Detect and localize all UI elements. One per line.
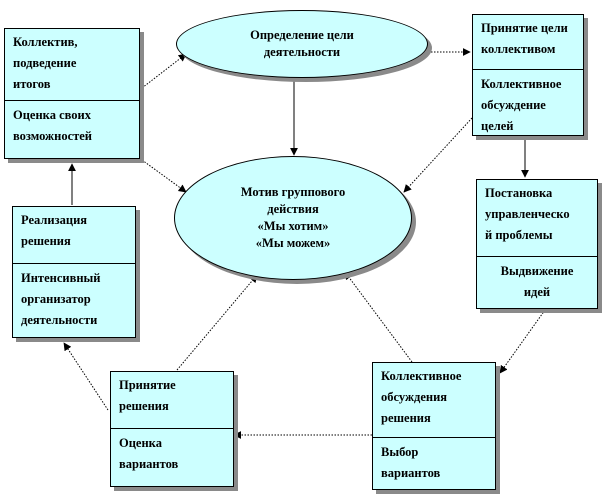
goal-acceptance-box: Принятие цели коллективом Коллективное о… (472, 14, 584, 136)
implementation-box: Реализация решения Интенсивный организат… (12, 206, 136, 338)
goal-definition-text: Определение цели деятельности (250, 28, 354, 59)
implementation-bottom: Интенсивный организатор деятельности (21, 271, 101, 327)
arrow-summary-to-goal (141, 53, 187, 89)
arrow-discussion-to-motive (344, 271, 413, 363)
arrow-problem-to-discussion (499, 309, 546, 374)
implementation-top: Реализация решения (21, 213, 88, 248)
motive-node: Мотив группового действия «Мы хотим» «Мы… (174, 156, 412, 280)
goal-definition-node: Определение цели деятельности (176, 10, 428, 78)
team-summary-box: Коллектив, подведение итогов Оценка свои… (4, 28, 140, 159)
collective-discussion-top: Коллективное обсуждения решения (381, 369, 462, 425)
arrow-summary-to-motive (141, 159, 187, 193)
problem-statement-bottom: Выдвижение идей (500, 264, 574, 299)
goal-acceptance-divider (473, 69, 583, 70)
goal-acceptance-top: Принятие цели коллективом (481, 21, 568, 56)
decision-making-bottom: Оценка вариантов (119, 436, 179, 471)
problem-statement-divider (477, 256, 597, 257)
motive-text: Мотив группового действия «Мы хотим» «Мы… (240, 185, 346, 250)
arrow-acceptance-to-motive (403, 117, 473, 193)
decision-making-top: Принятие решения (119, 378, 176, 413)
arrow-decision-to-implementation (63, 342, 109, 411)
collective-discussion-box: Коллективное обсуждения решения Выбор ва… (372, 362, 496, 490)
collective-discussion-bottom: Выбор вариантов (381, 445, 441, 480)
implementation-divider (13, 263, 135, 264)
arrow-decision-to-motive (176, 274, 258, 371)
team-summary-divider (5, 100, 139, 101)
decision-making-box: Принятие решения Оценка вариантов (110, 371, 234, 487)
collective-discussion-divider (373, 437, 495, 438)
goal-acceptance-bottom: Коллективное обсуждение целей (481, 77, 562, 133)
problem-statement-top: Постановка управленческо й проблемы (485, 186, 570, 242)
team-summary-top: Коллектив, подведение итогов (13, 35, 78, 91)
problem-statement-box: Постановка управленческо й проблемы Выдв… (476, 179, 598, 309)
decision-making-divider (111, 428, 233, 429)
team-summary-bottom: Оценка своих возможностей (13, 108, 93, 143)
